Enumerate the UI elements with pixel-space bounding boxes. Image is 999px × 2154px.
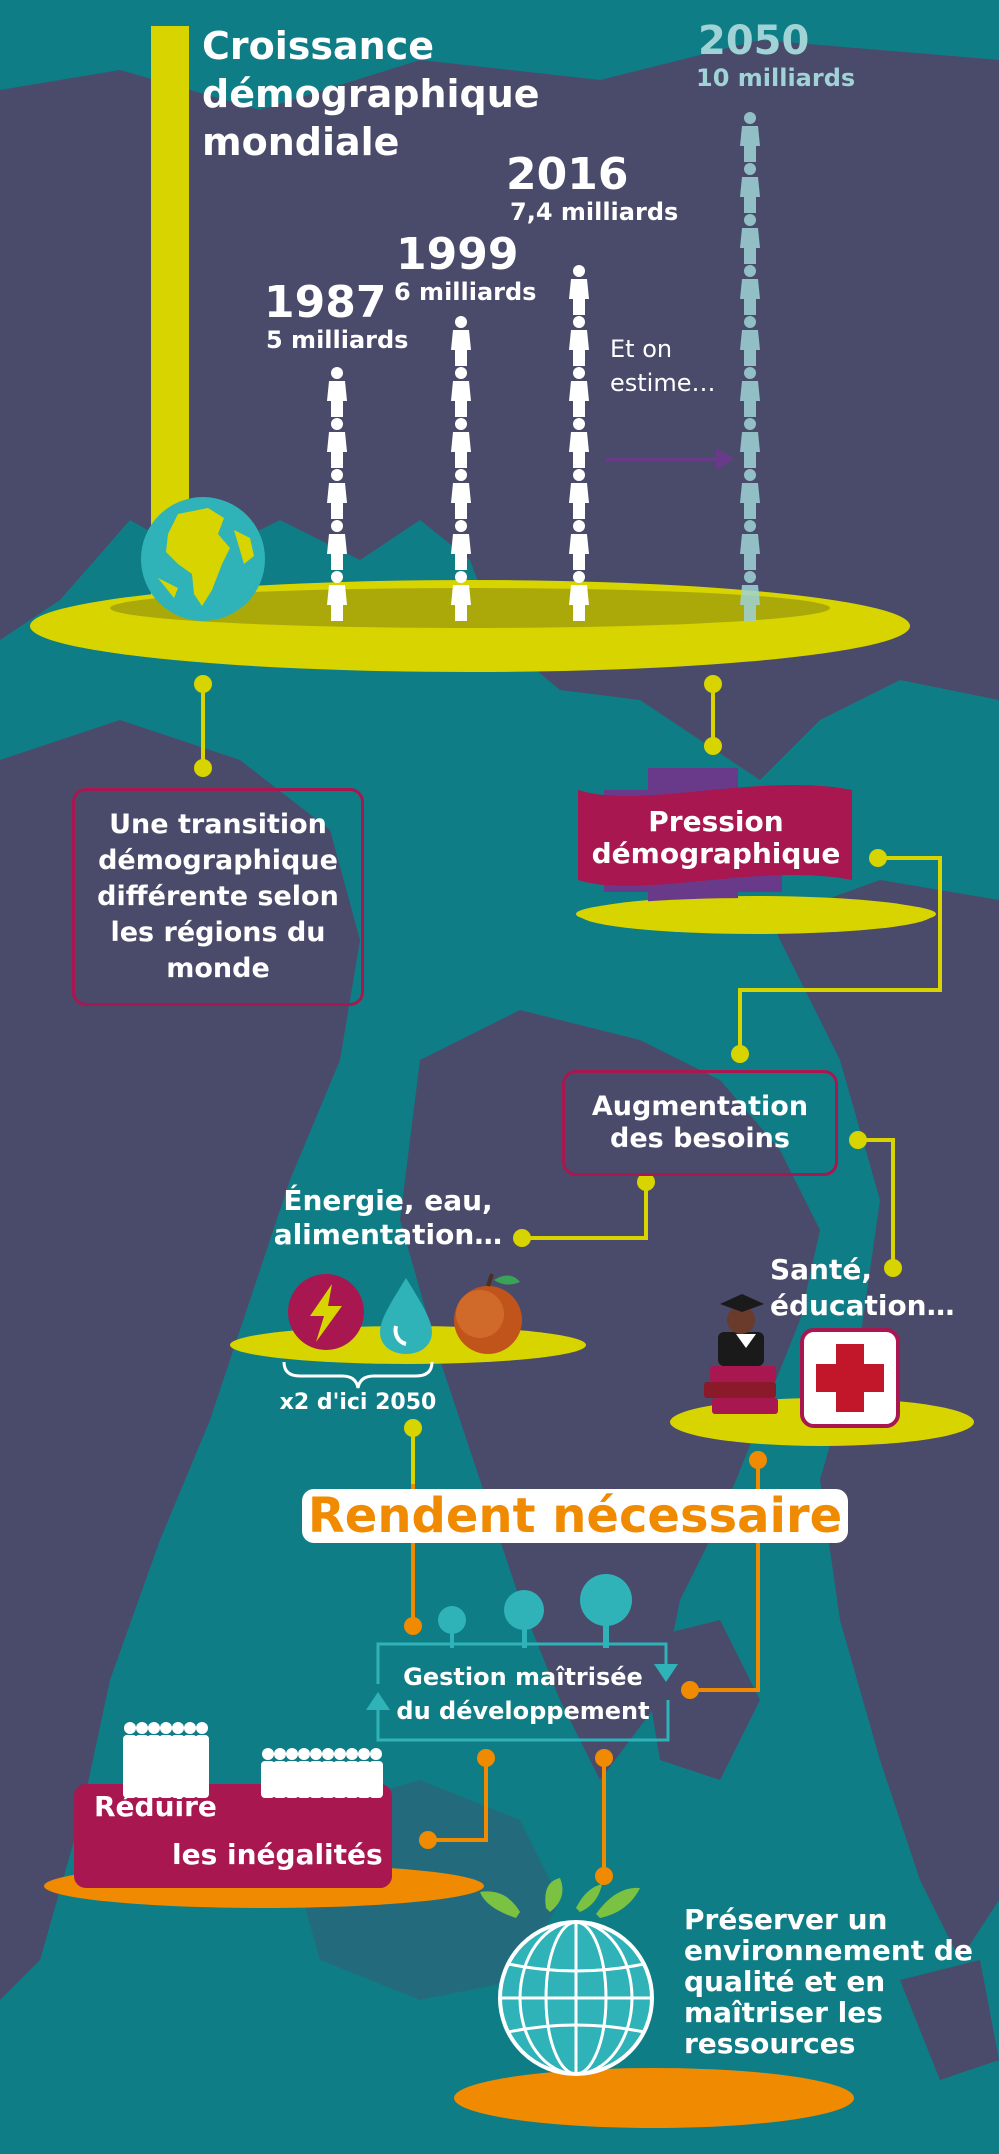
person-icon	[569, 520, 589, 570]
pression-platform	[576, 898, 936, 930]
person-icon	[327, 571, 347, 621]
node-transition-label: Une transition démographique différente …	[97, 809, 339, 984]
leaf-icon	[480, 1878, 640, 1918]
population-column-2050	[740, 112, 760, 621]
person-icon	[740, 418, 760, 468]
person-icon	[358, 1748, 370, 1760]
person-icon	[160, 1722, 172, 1734]
node-energie: Énergie, eau, alimentation…	[273, 1184, 503, 1251]
person-icon	[370, 1748, 382, 1760]
person-icon	[327, 367, 347, 417]
person-icon	[322, 1748, 334, 1760]
graduate-icon	[704, 1294, 778, 1414]
person-icon	[569, 265, 589, 315]
year-1999: 1999	[396, 229, 519, 280]
person-icon	[451, 469, 471, 519]
person-icon	[740, 316, 760, 366]
population-1987: 5 milliards	[266, 326, 409, 354]
population-column-1999	[451, 316, 471, 621]
person-icon	[286, 1748, 298, 1760]
rendent-necessaire-heading: Rendent nécessaire	[307, 1488, 843, 1544]
person-icon	[310, 1748, 322, 1760]
population-2050: 10 milliards	[696, 64, 856, 92]
person-icon	[327, 520, 347, 570]
population-columns	[327, 112, 760, 621]
node-reduire-line2: les inégalités	[172, 1838, 383, 1871]
trees-icons	[438, 1574, 632, 1648]
person-icon	[148, 1722, 160, 1734]
person-icon	[327, 469, 347, 519]
year-2050: 2050	[698, 18, 810, 64]
person-icon	[451, 520, 471, 570]
person-icon	[346, 1748, 358, 1760]
person-icon	[451, 418, 471, 468]
node-besoins: Augmentation des besoins	[562, 1070, 838, 1176]
person-icon	[262, 1748, 274, 1760]
population-column-1987	[327, 367, 347, 621]
tree-icon	[438, 1574, 632, 1648]
person-icon	[451, 367, 471, 417]
node-reduire-line1: Réduire	[94, 1790, 217, 1823]
population-1999: 6 milliards	[394, 278, 537, 306]
person-icon	[569, 571, 589, 621]
person-icon	[740, 367, 760, 417]
person-icon	[740, 571, 760, 621]
person-icon	[740, 520, 760, 570]
node-gestion: Gestion maîtrisée du développement	[396, 1663, 650, 1725]
person-icon	[172, 1722, 184, 1734]
lightning-icon	[288, 1274, 364, 1350]
node-pression: Pression démographique	[591, 805, 841, 870]
person-icon	[740, 469, 760, 519]
person-icon	[569, 367, 589, 417]
year-2016: 2016	[506, 149, 629, 200]
node-sante: Santé, éducation…	[770, 1253, 955, 1322]
person-icon	[740, 112, 760, 162]
node-preserver: Préserver un environnement de qualité et…	[684, 1903, 973, 2060]
page-title: Croissance démographique mondiale	[202, 24, 540, 164]
person-icon	[569, 469, 589, 519]
person-icon	[569, 316, 589, 366]
energy-icons	[288, 1273, 522, 1354]
red-cross-icon	[800, 1328, 900, 1428]
energie-note: x2 d'ici 2050	[279, 1390, 437, 1415]
population-column-2016	[569, 265, 589, 621]
person-icon	[196, 1722, 208, 1734]
person-icon	[124, 1722, 136, 1734]
person-icon	[740, 265, 760, 315]
apple-icon	[454, 1273, 522, 1354]
water-drop-icon	[380, 1278, 432, 1354]
person-icon	[274, 1748, 286, 1760]
person-icon	[740, 163, 760, 213]
year-1987: 1987	[264, 277, 387, 328]
person-icon	[298, 1748, 310, 1760]
estimate-note: Et on estime…	[610, 335, 716, 397]
people-crowd-icon	[123, 1722, 383, 1798]
node-besoins-label: Augmentation des besoins	[591, 1091, 809, 1154]
globe-wireframe-icon	[480, 1878, 654, 2076]
person-icon	[451, 571, 471, 621]
person-icon	[136, 1722, 148, 1734]
person-icon	[451, 316, 471, 366]
person-icon	[740, 214, 760, 264]
population-2016: 7,4 milliards	[510, 198, 679, 226]
globe-icon	[141, 497, 265, 621]
person-icon	[184, 1722, 196, 1734]
node-transition: Une transition démographique différente …	[72, 788, 364, 1006]
person-icon	[569, 418, 589, 468]
person-icon	[327, 418, 347, 468]
person-icon	[334, 1748, 346, 1760]
